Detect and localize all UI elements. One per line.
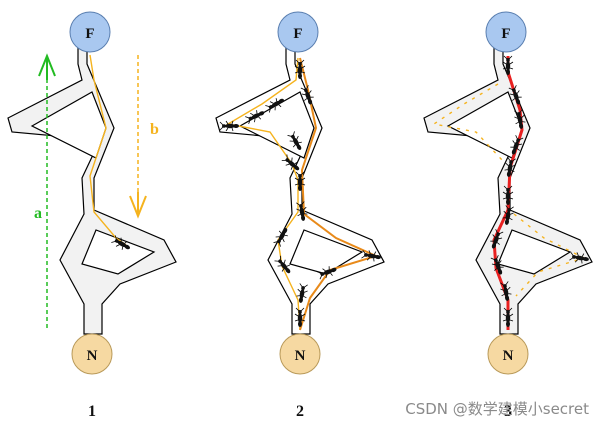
food-label: F	[85, 26, 94, 42]
arrow-a-label: a	[34, 205, 42, 222]
watermark: CSDN @数学建模小secret	[405, 400, 589, 418]
nest-node-panel-1: N	[71, 333, 113, 375]
food-label: F	[293, 26, 302, 42]
nest-label: N	[87, 348, 98, 364]
panel-number-1: 1	[88, 403, 96, 420]
trail-right-panel-2	[299, 57, 379, 331]
nest-label: N	[503, 348, 514, 364]
panel-number-3: 3	[504, 403, 512, 420]
panel-2: F N 2	[215, 11, 385, 420]
nest-node-panel-2: N	[279, 333, 321, 375]
food-node-panel-1: F	[69, 11, 111, 53]
arrow-b-label: b	[150, 121, 159, 138]
panel-number-2: 2	[296, 403, 304, 420]
trail-left-panel-2	[226, 57, 301, 331]
arrow-b: b	[129, 55, 159, 219]
panel-1: a b F N 1	[7, 11, 177, 420]
nest-node-panel-3: N	[487, 333, 529, 375]
panel-3: F N 3	[423, 11, 593, 420]
arrow-a: a	[34, 53, 56, 328]
nest-label: N	[295, 348, 306, 364]
food-node-panel-3: F	[485, 11, 527, 53]
food-node-panel-2: F	[277, 11, 319, 53]
food-label: F	[501, 26, 510, 42]
